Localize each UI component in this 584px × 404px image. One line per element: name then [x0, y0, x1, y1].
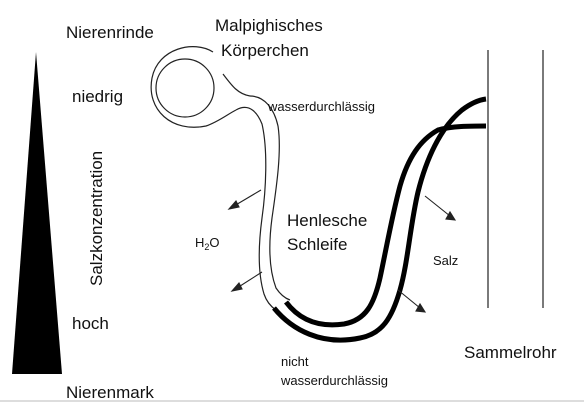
- water-label-o: O: [209, 235, 220, 250]
- ascending-limb-inner: [284, 123, 487, 328]
- salt-label: Salz: [433, 253, 459, 268]
- water-permeable-label: wasserdurchlässig: [268, 99, 375, 114]
- water-arrow-upper: [227, 189, 262, 210]
- bowman-capsule: [150, 46, 237, 128]
- medulla-label: Nierenmark: [66, 383, 154, 402]
- water-label-subscript: 2: [204, 242, 210, 252]
- water-label: H2O: [195, 235, 220, 252]
- glomerulus-inner: [155, 58, 215, 118]
- collecting-duct-label: Sammelrohr: [464, 343, 557, 362]
- not-permeable-label-line1: nicht: [281, 354, 309, 369]
- salt-arrow-upper: [424, 195, 457, 221]
- ascending-limb-outer: [272, 96, 487, 343]
- descending-limb-outer: [235, 106, 277, 311]
- salt-arrow-lower: [397, 289, 427, 313]
- corpuscle-label-line2: Körperchen: [221, 41, 309, 60]
- descending-limb-inner: [249, 95, 291, 301]
- henle-loop-label-line2: Schleife: [287, 235, 348, 254]
- high-concentration-label: hoch: [72, 314, 109, 333]
- low-concentration-label: niedrig: [72, 87, 124, 106]
- corpuscle-label-line1: Malpighisches: [215, 16, 323, 35]
- salt-concentration-axis-label: Salzkonzentration: [87, 150, 106, 286]
- water-label-h: H: [195, 235, 205, 250]
- not-permeable-label-line2: wasserdurchlässig: [281, 373, 388, 388]
- water-arrow-lower: [230, 271, 263, 292]
- capsule-upper-arc: [222, 73, 251, 97]
- henle-loop-label-line1: Henlesche: [287, 211, 368, 230]
- cortex-label: Nierenrinde: [66, 23, 154, 42]
- salt-gradient-wedge: [12, 52, 62, 374]
